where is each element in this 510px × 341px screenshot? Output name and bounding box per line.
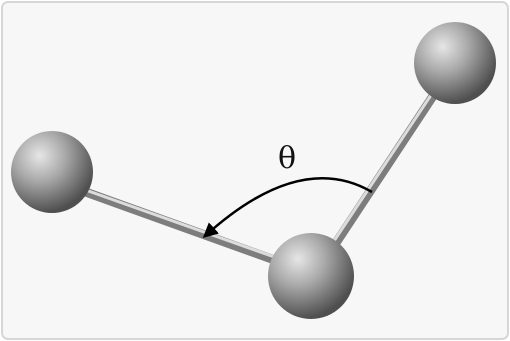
angle-arc-arrow bbox=[202, 176, 373, 239]
bond-left bbox=[75, 185, 285, 267]
atom-center bbox=[268, 233, 354, 319]
atom-top-right bbox=[414, 22, 496, 104]
atom-left bbox=[11, 131, 93, 213]
bond-right bbox=[325, 85, 442, 257]
angle-label: θ bbox=[278, 141, 296, 176]
